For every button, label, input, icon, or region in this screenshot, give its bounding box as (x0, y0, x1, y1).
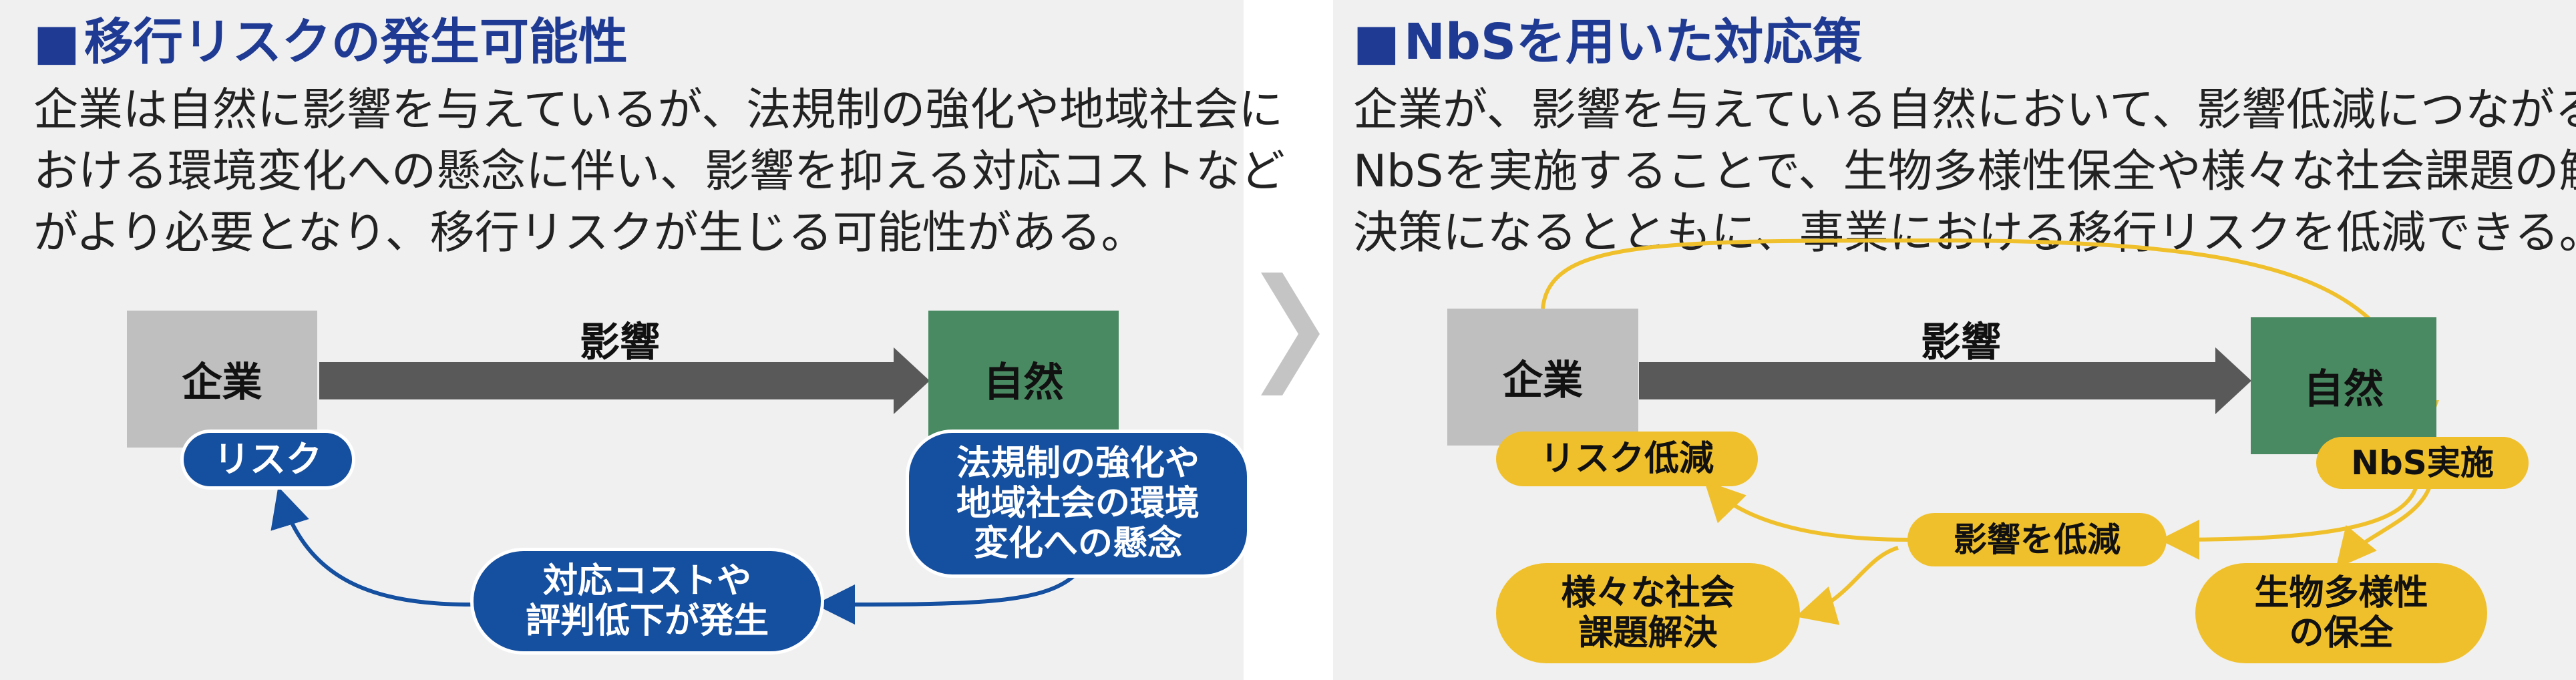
description-line: 決策になるとともに、事業における移行リスクを低減できる。 (1353, 206, 2576, 259)
panel-title: ■NbSを用いた対応策 (1353, 13, 1863, 71)
impact-reduction-badge: 影響を低減 (1907, 513, 2167, 566)
cost-line: 対応コストや (542, 561, 751, 601)
company-label: 企業 (1503, 357, 1583, 404)
impact-label: 影響 (580, 319, 660, 366)
biodiversity-badge: 生物多様性 の保全 (2195, 563, 2487, 663)
impact-label: 影響 (1921, 319, 2001, 366)
company-box: 企業 (1447, 309, 1638, 446)
impact-reduction-to-social-arrow (1795, 546, 1899, 625)
risk-badge: リスク (180, 430, 355, 490)
company-box: 企業 (127, 311, 317, 448)
description-line: 企業が、影響を与えている自然において、影響低減につながる (1353, 83, 2576, 136)
concern-line: 法規制の強化や (956, 444, 1200, 484)
social-line: 課題解決 (1578, 613, 1718, 653)
risk-reduction-badge: リスク低減 (1496, 432, 1758, 486)
description-line: 企業は自然に影響を与えているが、法規制の強化や地域社会に (33, 83, 1284, 136)
impact-arrow (1639, 347, 2251, 414)
nbs-badge: NbS実施 (2316, 437, 2529, 489)
nature-label: 自然 (2304, 366, 2384, 413)
panel-description: 企業は自然に影響を与えているが、法規制の強化や地域社会に おける環境変化への懸念… (33, 79, 1285, 263)
chevron-right-icon (1261, 273, 1320, 395)
description-line: がより必要となり、移行リスクが生じる可能性がある。 (33, 206, 1146, 259)
biodiversity-line: の保全 (2289, 613, 2394, 653)
biodiversity-line: 生物多様性 (2254, 573, 2428, 613)
nature-box: 自然 (2251, 317, 2436, 454)
title-square-icon: ■ (33, 13, 80, 71)
panel-title: ■移行リスクの発生可能性 (33, 13, 628, 71)
concern-to-cost-arrow (815, 574, 1075, 625)
concern-badge: 法規制の強化や 地域社会の環境 変化への懸念 (906, 430, 1250, 578)
nature-label: 自然 (983, 359, 1064, 406)
nbs-to-biodiversity-arrow (2336, 485, 2432, 569)
concern-line: 変化への懸念 (973, 524, 1182, 564)
description-line: NbSを実施することで、生物多様性保全や様々な社会課題の解 (1353, 145, 2576, 197)
social-issues-badge: 様々な社会 課題解決 (1496, 563, 1800, 663)
concern-line: 地域社会の環境 (956, 484, 1200, 524)
description-line: おける環境変化への懸念に伴い、影響を抑える対応コストなど (33, 145, 1285, 197)
cost-line: 評判低下が発生 (525, 601, 769, 641)
panel-description: 企業が、影響を与えている自然において、影響低減につながる NbSを実施することで… (1353, 79, 2576, 263)
title-square-icon: ■ (1353, 13, 1400, 71)
cost-to-risk-arrow (270, 486, 472, 607)
impact-reduction-to-risk-arrow (1704, 480, 1909, 542)
social-line: 様々な社会 (1561, 573, 1735, 613)
impact-arrow (319, 347, 930, 414)
nature-box: 自然 (928, 311, 1119, 448)
cost-badge: 対応コストや 評判低下が発生 (470, 548, 824, 655)
company-label: 企業 (182, 359, 262, 406)
